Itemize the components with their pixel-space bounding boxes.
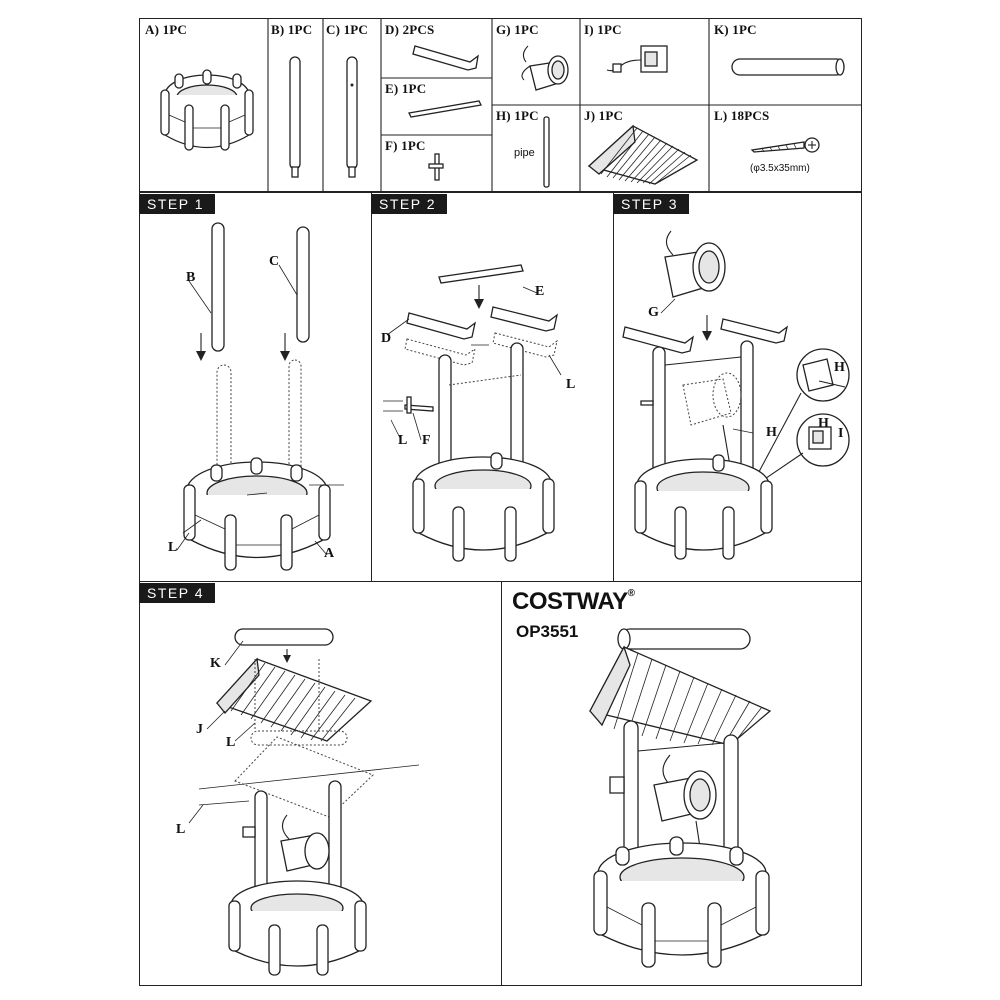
part-h-pipe-illustration: [543, 116, 550, 188]
part-a-well-base-illustration: [160, 69, 254, 151]
step2-callout-d: D: [381, 331, 392, 346]
part-h-label: H) 1PC: [496, 108, 539, 123]
part-g-label: G) 1PC: [496, 22, 539, 37]
assembled-wishing-well-illustration: [589, 628, 772, 968]
step3-callout-g: G: [648, 305, 659, 320]
step3-callout-i: I: [838, 426, 844, 441]
step4-callout-j: J: [196, 722, 203, 737]
part-e-dowel-illustration: [408, 100, 482, 118]
screw-icon: [750, 137, 820, 153]
arrow-down-icon: [702, 315, 712, 341]
part-a-label: A) 1PC: [145, 22, 187, 37]
part-d-bracket-illustration: [412, 45, 479, 71]
step4-callout-k: K: [210, 656, 221, 671]
part-h-note: pipe: [514, 147, 535, 159]
step1-illustration: [176, 222, 344, 571]
brand-name: COSTWAY: [512, 588, 628, 615]
step1-callout-c: C: [269, 254, 280, 269]
arrow-down-icon: [280, 333, 290, 361]
part-l-label: L) 18PCS: [714, 108, 770, 123]
model-number: OP3551: [516, 622, 579, 641]
step4-illustration: [188, 628, 420, 976]
part-c-post-illustration: [346, 56, 358, 178]
brand-registered-mark: ®: [627, 588, 635, 599]
step1-callout-b: B: [186, 270, 196, 285]
pump-icon: [606, 45, 668, 73]
arrow-down-icon: [474, 285, 484, 309]
part-e-label: E) 1PC: [385, 81, 427, 96]
parts-grid: [267, 18, 862, 192]
arrow-down-icon: [283, 649, 291, 663]
part-j-roof-illustration: [587, 124, 699, 185]
step2-callout-e: E: [535, 284, 545, 299]
step3-callout-h-main: H: [766, 425, 777, 440]
step3-illustration: [622, 230, 850, 560]
step2-callout-f: F: [422, 433, 431, 448]
part-j-label: J) 1PC: [584, 108, 624, 123]
part-f-crank-illustration: [428, 153, 444, 181]
step1-callout-a: A: [324, 546, 335, 561]
part-b-post-illustration: [289, 56, 301, 178]
bucket-icon: [521, 45, 569, 91]
step2-label: STEP 2: [371, 194, 447, 214]
arrow-down-icon: [196, 333, 206, 361]
step3-label: STEP 3: [613, 194, 689, 214]
step4-label: STEP 4: [139, 583, 215, 603]
part-b-label: B) 1PC: [271, 22, 313, 37]
step2-callout-l-left: L: [398, 433, 408, 448]
step2-illustration: [383, 264, 562, 562]
part-i-label: I) 1PC: [584, 22, 622, 37]
step1-label: STEP 1: [139, 194, 215, 214]
part-k-ridge-illustration: [731, 58, 845, 76]
step4-callout-l-bottom: L: [176, 822, 186, 837]
part-l-note: (φ3.5x35mm): [750, 163, 810, 174]
step4-callout-l-top: L: [226, 735, 236, 750]
part-c-label: C) 1PC: [326, 22, 368, 37]
part-d-label: D) 2PCS: [385, 22, 435, 37]
step2-callout-l-right: L: [566, 377, 576, 392]
step3-callout-h-zoom2: H: [818, 416, 829, 431]
part-k-label: K) 1PC: [714, 22, 757, 37]
part-f-label: F) 1PC: [385, 138, 426, 153]
step1-callout-l: L: [168, 540, 178, 555]
brand-logo: COSTWAY®: [512, 588, 635, 616]
step3-callout-h-zoom1: H: [834, 360, 845, 375]
